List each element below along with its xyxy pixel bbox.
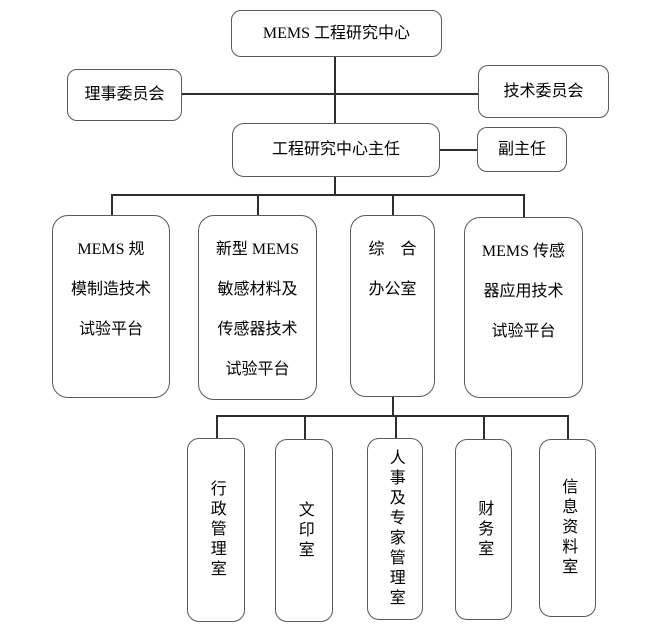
node-director: 工程研究中心主任 (232, 123, 440, 177)
node-deputy-director: 副主任 (477, 127, 567, 172)
connector-drop-office-3 (395, 415, 397, 438)
node-office-2-label: 文印室 (295, 500, 313, 561)
node-platform-1-label: MEMS 规 模制造技术 试验平台 (70, 241, 151, 338)
connector-drop-platform-4 (523, 194, 525, 217)
node-office-4: 财务室 (455, 439, 512, 620)
connector-drop-platform-2 (257, 194, 259, 215)
node-platform-1: MEMS 规 模制造技术 试验平台 (52, 215, 170, 398)
node-board-committee-label: 理事委员会 (84, 86, 165, 103)
connector-drop-office-1 (216, 415, 218, 438)
connector-drop-office-2 (304, 415, 306, 439)
node-platform-2: 新型 MEMS 敏感材料及 传感器技术 试验平台 (198, 215, 317, 400)
connector-drop-platform-1 (111, 194, 113, 215)
connector-committees (182, 93, 478, 95)
node-platform-4-label: MEMS 传感 器应用技术 试验平台 (481, 243, 566, 340)
node-root: MEMS 工程研究中心 (231, 10, 442, 57)
node-office-1: 行政管理室 (187, 438, 245, 622)
node-office-4-label: 财务室 (475, 499, 493, 560)
connector-drop-office-4 (483, 415, 485, 439)
node-office-1-label: 行政管理室 (207, 480, 225, 580)
node-office-2: 文印室 (275, 439, 333, 622)
connector-office-stub (392, 397, 394, 415)
node-platform-4: MEMS 传感 器应用技术 试验平台 (464, 217, 583, 398)
node-tech-committee-label: 技术委员会 (503, 82, 584, 100)
node-office-3: 人事及专家管理室 (367, 438, 423, 620)
connector-root-director (334, 57, 336, 123)
node-platform-2-label: 新型 MEMS 敏感材料及 传感器技术 试验平台 (215, 241, 300, 378)
connector-platforms-bus (111, 194, 524, 196)
node-office-5: 信息资料室 (539, 439, 596, 617)
node-board-committee: 理事委员会 (67, 69, 182, 121)
node-platform-3: 综 合 办公室 (350, 215, 435, 397)
node-root-label: MEMS 工程研究中心 (262, 24, 411, 42)
connector-director-stub (334, 177, 336, 194)
node-deputy-director-label: 副主任 (497, 140, 546, 158)
node-office-5-label: 信息资料室 (559, 478, 577, 578)
connector-offices-bus (216, 415, 568, 417)
connector-drop-platform-3 (392, 194, 394, 215)
node-tech-committee: 技术委员会 (478, 65, 609, 118)
node-office-3-label: 人事及专家管理室 (386, 449, 404, 609)
connector-director-deputy (440, 149, 477, 151)
node-platform-3-label: 综 合 办公室 (368, 241, 417, 298)
connector-drop-office-5 (567, 415, 569, 439)
node-director-label: 工程研究中心主任 (271, 141, 400, 158)
